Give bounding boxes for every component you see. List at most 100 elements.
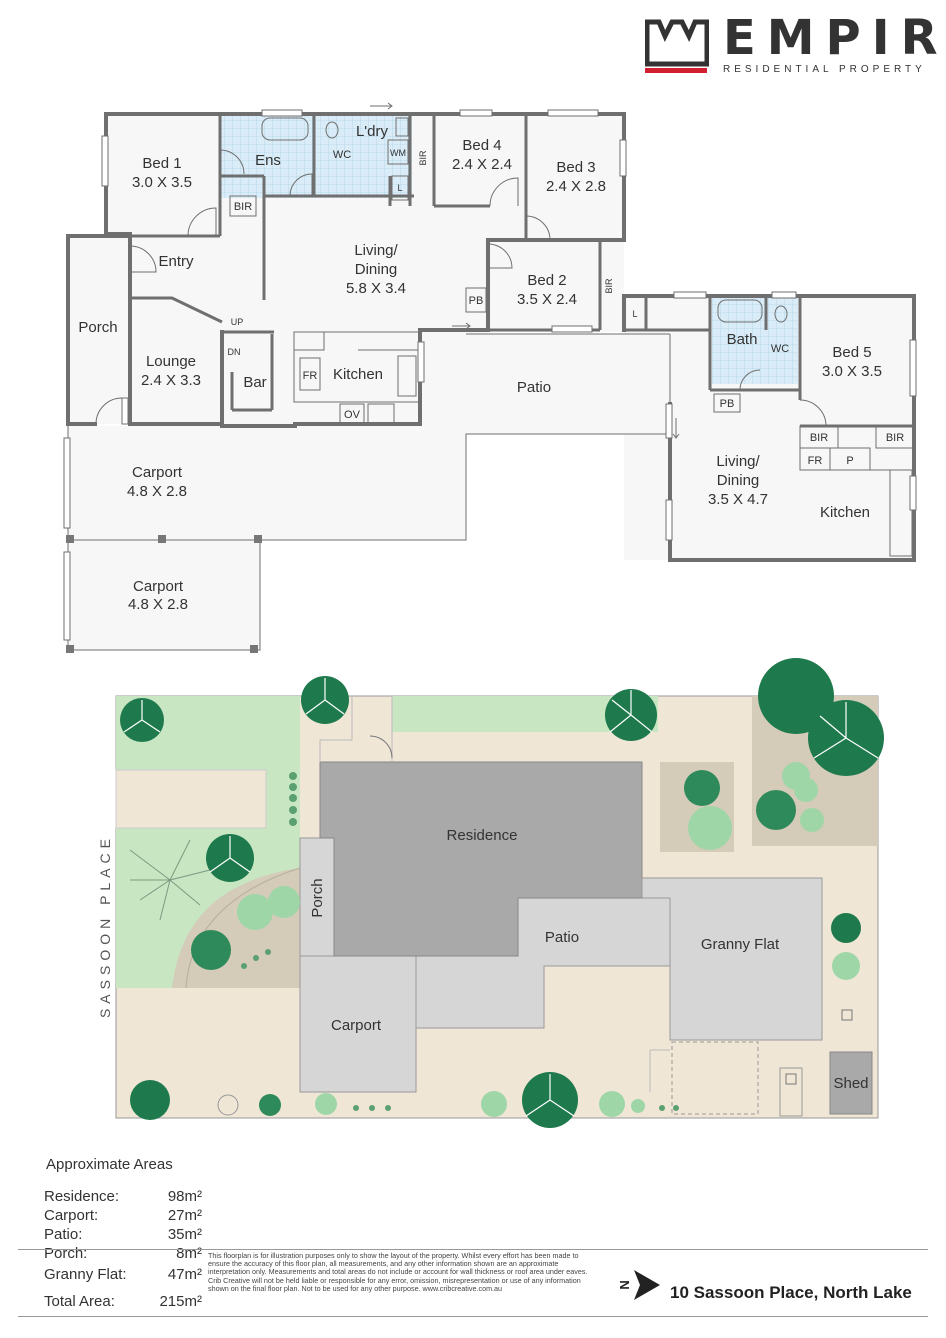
divider	[18, 1249, 928, 1250]
area-value: 35m²	[167, 1226, 202, 1243]
label-ov: OV	[344, 409, 361, 421]
label-bed4: Bed 4	[462, 137, 501, 154]
north-label: N	[618, 1280, 632, 1289]
label-bed5-dims: 3.0 X 3.5	[822, 363, 882, 380]
site-label-patio: Patio	[545, 929, 579, 946]
area-label: Carport:	[44, 1207, 99, 1224]
area-row: Carport: 27m²	[44, 1207, 202, 1226]
label-bed4-dims: 2.4 X 2.4	[452, 156, 512, 173]
tree-icon	[831, 913, 861, 943]
label-lounge: Lounge	[146, 353, 196, 370]
brand-tagline: RESIDENTIAL PROPERTY	[723, 64, 926, 75]
label-laundry: L'dry	[356, 123, 389, 140]
property-address: 10 Sassoon Place, North Lake	[670, 1283, 912, 1302]
label-living2-dims: 3.5 X 4.7	[708, 491, 768, 508]
label-carport1: Carport	[132, 464, 183, 481]
label-living-dims: 5.8 X 3.4	[346, 280, 406, 297]
label-bir2: BIR	[418, 150, 428, 166]
label-kitchen2: Kitchen	[820, 504, 870, 521]
site-label-shed: Shed	[833, 1075, 868, 1092]
divider	[18, 1316, 928, 1317]
label-living-2: Dining	[355, 261, 398, 278]
label-living2: Living/	[716, 453, 760, 470]
label-p: P	[846, 455, 853, 467]
area-value: 215m²	[159, 1293, 202, 1310]
label-fr2: FR	[808, 455, 823, 467]
area-value: 27m²	[167, 1207, 202, 1224]
label-bir1: BIR	[234, 201, 252, 213]
label-living2-2: Dining	[717, 472, 760, 489]
label-bed2-dims: 3.5 X 2.4	[517, 291, 577, 308]
areas-title: Approximate Areas	[46, 1156, 173, 1173]
site-plan: Residence Porch Patio Granny Flat Carpor…	[97, 658, 884, 1128]
tree-icon	[120, 698, 164, 742]
area-value: 47m²	[167, 1266, 202, 1283]
tree-icon	[758, 658, 834, 734]
label-fr1: FR	[303, 370, 318, 382]
tree-icon	[191, 930, 231, 970]
label-porch: Porch	[78, 319, 117, 336]
area-label: Granny Flat:	[44, 1266, 127, 1283]
tree-icon	[522, 1072, 578, 1128]
tree-icon	[808, 700, 884, 776]
area-row: Porch: 8m²	[44, 1245, 202, 1264]
label-carport1-dims: 4.8 X 2.8	[127, 483, 187, 500]
label-bed5: Bed 5	[832, 344, 871, 361]
site-label-carport: Carport	[331, 1017, 382, 1034]
label-bed1-dims: 3.0 X 3.5	[132, 174, 192, 191]
area-label: Residence:	[44, 1188, 120, 1205]
tree-icon	[605, 689, 657, 741]
tree-icon	[301, 676, 349, 724]
label-wc1: WC	[333, 149, 351, 161]
site-label-porch: Porch	[309, 878, 326, 917]
disclaimer: This floorplan is for illustration purpo…	[208, 1251, 588, 1293]
area-value: 8m²	[176, 1245, 202, 1262]
label-pb2: PB	[720, 398, 735, 410]
label-bir4: BIR	[810, 432, 828, 444]
label-patio: Patio	[517, 379, 551, 396]
label-bed3-dims: 2.4 X 2.8	[546, 178, 606, 195]
area-row: Granny Flat: 47m²	[44, 1266, 202, 1285]
tree-icon	[130, 1080, 170, 1120]
label-l2: L	[632, 309, 637, 319]
area-value: 98m²	[167, 1188, 202, 1205]
label-bath: Bath	[727, 331, 758, 348]
tree-icon	[206, 834, 254, 882]
area-label: Porch:	[44, 1245, 88, 1262]
tree-icon	[756, 790, 796, 830]
brand-accent-bar	[645, 68, 707, 73]
label-bir5: BIR	[886, 432, 904, 444]
area-row-total: Total Area: 215m²	[44, 1293, 202, 1312]
label-carport2: Carport	[133, 578, 184, 595]
north-arrow-icon: N	[618, 1270, 660, 1300]
area-label: Patio:	[44, 1226, 83, 1243]
label-up: UP	[231, 317, 244, 327]
label-kitchen: Kitchen	[333, 366, 383, 383]
shrub-icon	[217, 762, 860, 1117]
floor-plan	[63, 102, 917, 653]
crown-icon	[645, 19, 709, 67]
label-ens: Ens	[255, 152, 281, 169]
label-lounge-dims: 2.4 X 3.3	[141, 372, 201, 389]
tree-icon	[684, 770, 720, 806]
street-name: SASSOON PLACE	[97, 834, 113, 1018]
label-carport2-dims: 4.8 X 2.8	[128, 596, 188, 613]
label-living: Living/	[354, 242, 398, 259]
hedge-dots	[241, 772, 679, 1111]
tree-icon	[259, 1094, 281, 1116]
label-bed3: Bed 3	[556, 159, 595, 176]
label-pb1: PB	[469, 295, 484, 307]
label-bed2: Bed 2	[527, 272, 566, 289]
label-bed1: Bed 1	[142, 155, 181, 172]
site-label-granny-flat: Granny Flat	[701, 936, 780, 953]
label-bar: Bar	[243, 374, 266, 391]
label-l1: L	[397, 183, 402, 193]
label-entry: Entry	[158, 253, 194, 270]
brand-name: EMPIRE	[723, 10, 946, 66]
site-label-residence: Residence	[447, 827, 518, 844]
area-row: Patio: 35m²	[44, 1226, 202, 1245]
area-row: Residence: 98m²	[44, 1188, 202, 1207]
label-bir3: BIR	[604, 278, 614, 294]
label-dn: DN	[228, 347, 241, 357]
